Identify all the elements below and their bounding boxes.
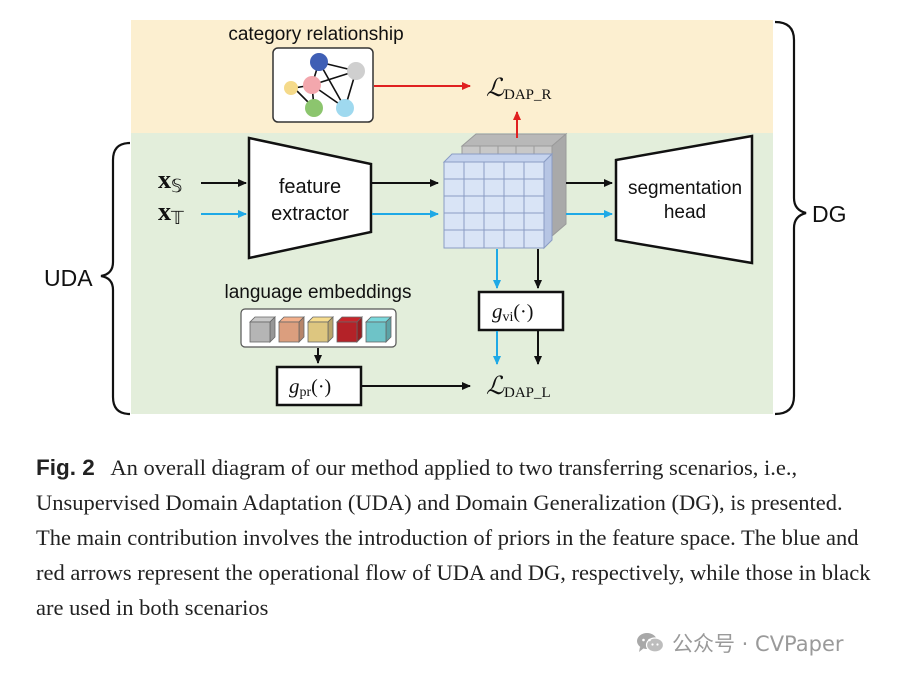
segmentation-head-label: segmentation [628, 178, 742, 199]
segmentation-head [614, 134, 754, 265]
dg-region [131, 20, 773, 133]
input-target: x𝕋 [158, 197, 184, 228]
dg-label: DG [812, 201, 847, 227]
loss-dap-l: ℒDAP_L [486, 373, 551, 401]
language-embeddings-label: language embeddings [225, 282, 412, 303]
uda-label: UDA [44, 265, 93, 291]
segmentation-head-label: head [664, 202, 706, 223]
feature-map [442, 152, 554, 250]
graph-node-pink [303, 76, 321, 94]
dg-brace [774, 20, 807, 416]
feature-extractor-label: feature [279, 176, 341, 198]
g-vi-label: gvi(·) [492, 299, 533, 325]
input-source: x𝕊 [158, 165, 182, 196]
figure-caption: Fig. 2 An overall diagram of our method … [36, 450, 872, 625]
embedding-cube [307, 316, 334, 343]
feature-extractor-label: extractor [271, 203, 349, 225]
loss-dap-r: ℒDAP_R [486, 75, 552, 103]
figure-label: Fig. 2 [36, 455, 95, 480]
graph-node-yellow [284, 81, 298, 95]
wechat-icon [637, 633, 664, 653]
graph-node-green [305, 99, 323, 117]
graph-node-blue [310, 53, 328, 71]
uda-brace [100, 141, 131, 416]
embedding-cube [278, 316, 305, 343]
language-embeddings [249, 316, 392, 343]
g-vi-box [477, 290, 565, 332]
feature-extractor [247, 136, 373, 260]
embedding-cube [336, 316, 363, 343]
method-diagram: category relationship ℒDAP_R x𝕊 x𝕋 featu… [44, 20, 847, 416]
g-pr-box [275, 365, 363, 407]
embedding-cube [249, 316, 276, 343]
graph-node-cyan [336, 99, 354, 117]
g-pr-label: gpr(·) [289, 374, 331, 400]
category-relationship-label: category relationship [228, 24, 403, 45]
caption-text: An overall diagram of our method applied… [36, 455, 871, 620]
watermark: 公众号 · CVPaper [636, 628, 844, 658]
watermark-text: 公众号 · CVPaper [672, 632, 844, 656]
graph-node-grey [347, 62, 365, 80]
embedding-cube [365, 316, 392, 343]
